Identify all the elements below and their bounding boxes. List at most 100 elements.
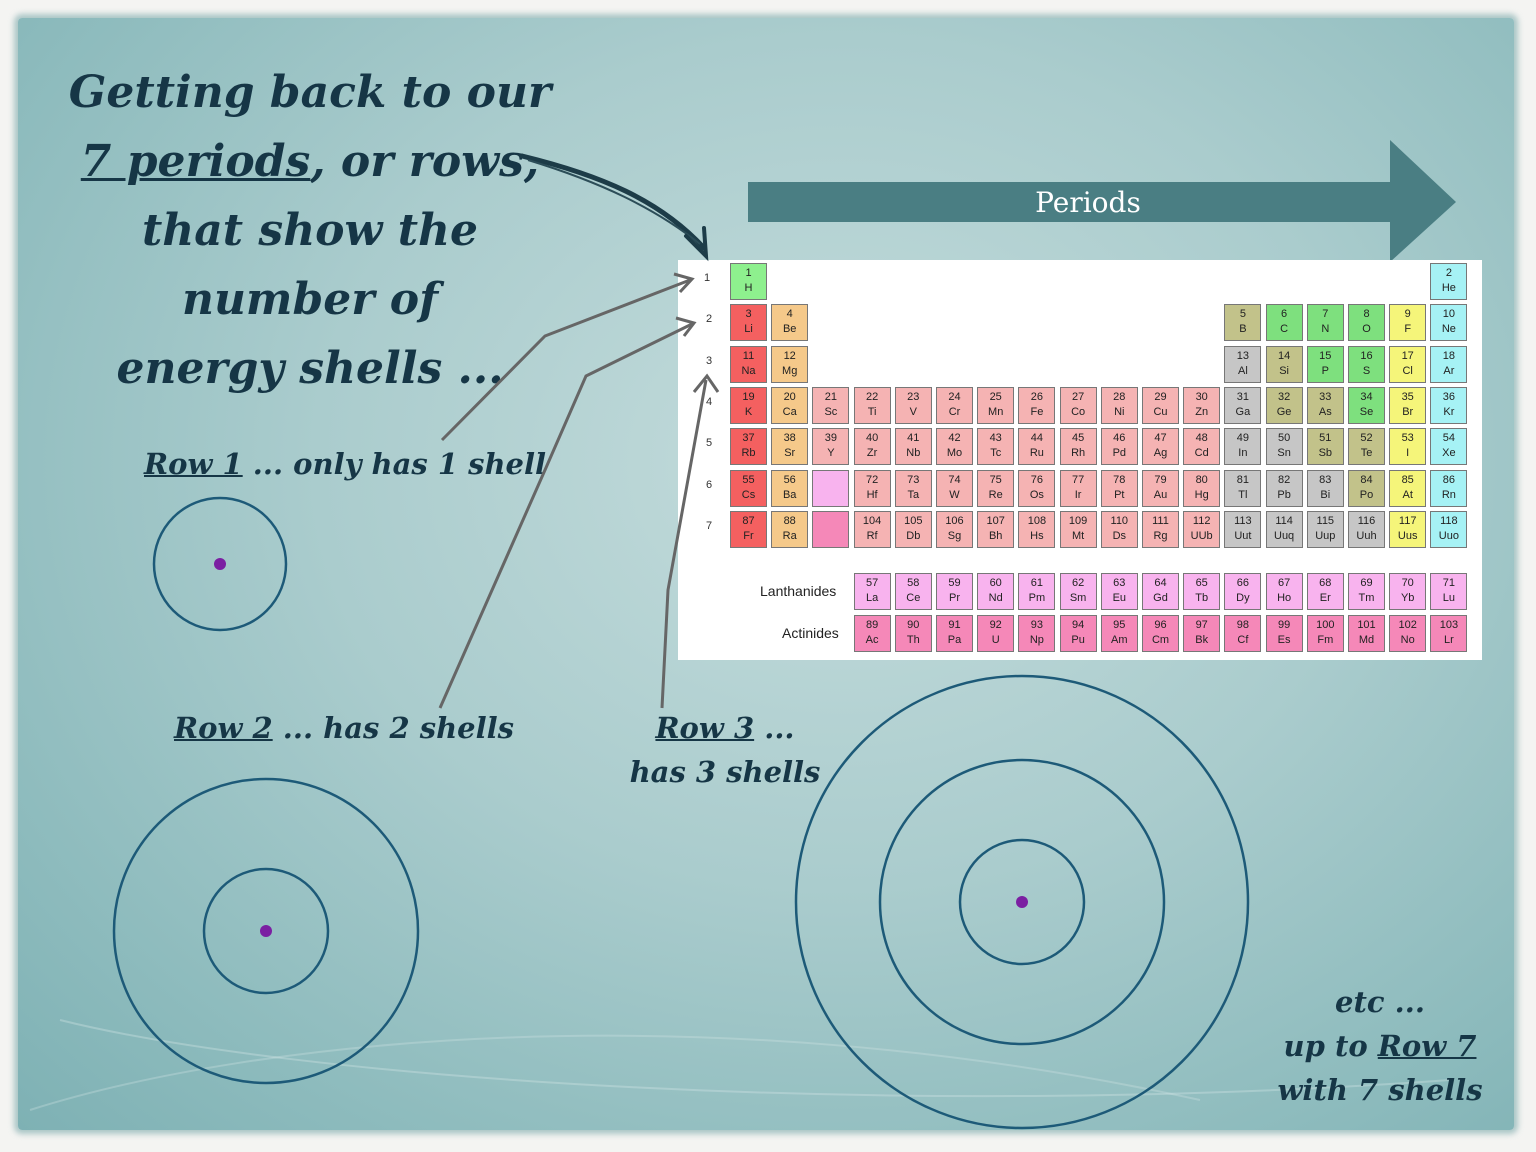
atomic-number: 48 <box>1195 432 1208 445</box>
atomic-number: 53 <box>1401 432 1414 445</box>
element-symbol: Pt <box>1114 488 1125 501</box>
element-symbol: Li <box>744 323 753 336</box>
element-symbol: Uus <box>1397 529 1418 542</box>
element-symbol: Br <box>1402 405 1414 418</box>
title-line-4: number of <box>181 274 439 325</box>
atomic-number: 10 <box>1442 308 1456 321</box>
etc-line-2a: up to <box>1283 1029 1378 1063</box>
atomic-number: 30 <box>1195 390 1208 403</box>
element-symbol: Rb <box>741 447 756 460</box>
atomic-number: 62 <box>1071 577 1085 589</box>
title-line-2: 7 periods, or rows, <box>40 127 580 196</box>
element-symbol: No <box>1400 634 1415 646</box>
title-line-3: that show the <box>141 205 479 256</box>
atomic-number: 85 <box>1401 473 1414 486</box>
element-symbol: Sg <box>947 529 962 542</box>
atomic-number: 89 <box>865 619 879 631</box>
atomic-number: 36 <box>1442 390 1456 403</box>
element-symbol: Tc <box>990 447 1002 460</box>
atomic-number: 84 <box>1360 473 1373 486</box>
atomic-number: 93 <box>1030 619 1044 631</box>
atomic-number: 79 <box>1154 473 1167 486</box>
atomic-number: 6 <box>1281 308 1288 321</box>
element-symbol: Cf <box>1237 634 1249 646</box>
row3-line-1: Row 3 ... <box>600 706 850 750</box>
element-symbol: Se <box>1359 405 1374 418</box>
atomic-number: 33 <box>1319 390 1332 403</box>
atomic-number: 57 <box>865 577 879 589</box>
atomic-number: 15 <box>1319 349 1332 362</box>
element-symbol: Lr <box>1444 634 1454 646</box>
atomic-number: 97 <box>1195 619 1208 631</box>
row3-text: ... <box>754 711 795 745</box>
atomic-number: 112 <box>1192 514 1211 527</box>
element-symbol: Mt <box>1071 529 1085 542</box>
atomic-number: 16 <box>1360 349 1373 362</box>
atomic-number: 63 <box>1113 577 1126 589</box>
atomic-number: 78 <box>1113 473 1126 486</box>
row2-text: ... has 2 shells <box>272 711 514 745</box>
atomic-number: 105 <box>904 514 923 527</box>
element-symbol: F <box>1404 323 1412 336</box>
atomic-number: 26 <box>1030 390 1044 403</box>
atomic-number: 39 <box>824 432 838 445</box>
atomic-number: 116 <box>1357 514 1376 527</box>
row3-label: Row 3 <box>655 711 755 745</box>
period-number: 2 <box>706 313 713 326</box>
atomic-number: 61 <box>1030 577 1044 589</box>
element-symbol: Ho <box>1277 592 1292 604</box>
element-symbol: Bk <box>1195 634 1209 646</box>
atomic-number: 106 <box>945 514 964 527</box>
atomic-number: 29 <box>1154 390 1167 403</box>
element-symbol: La <box>865 592 879 604</box>
atomic-number: 59 <box>948 577 961 589</box>
lanthanides-label: Lanthanides <box>760 583 837 599</box>
element-symbol: Rh <box>1071 447 1086 460</box>
element-symbol: Rn <box>1441 488 1456 501</box>
element-symbol: At <box>1402 488 1413 501</box>
element-symbol: Bi <box>1320 488 1331 501</box>
element-symbol: Bh <box>988 529 1003 542</box>
element-symbol: Zn <box>1195 405 1209 418</box>
atomic-number: 81 <box>1236 473 1250 486</box>
element-symbol: Sn <box>1277 447 1291 460</box>
element-symbol: Tm <box>1358 592 1375 604</box>
element-symbol: Sm <box>1069 592 1087 604</box>
row2-caption: Row 2 ... has 2 shells <box>174 706 514 750</box>
element-symbol: Ba <box>782 488 797 501</box>
element-symbol: Ti <box>867 405 877 418</box>
